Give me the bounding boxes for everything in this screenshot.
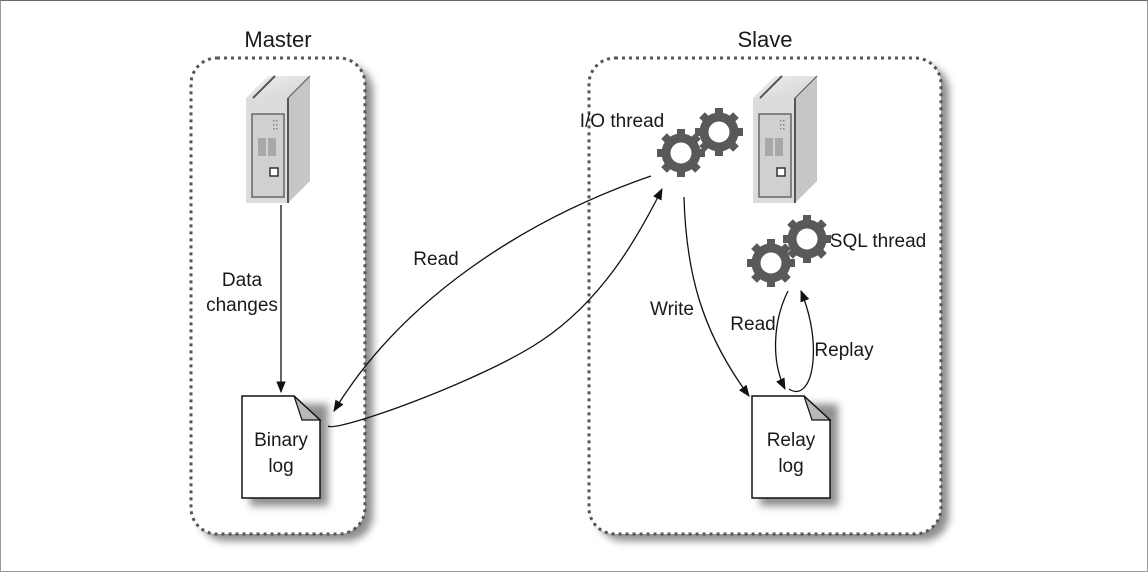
sql-read-relay-arrow — [774, 290, 789, 391]
binary-log-label-line1: Binary — [254, 430, 308, 451]
data-changes-label-line1: Data — [222, 270, 263, 291]
slave-server-icon — [752, 75, 818, 204]
relay-log-label-line1: Relay — [767, 430, 816, 451]
write-relay-log-arrow — [683, 196, 750, 397]
master-title: Master — [244, 27, 311, 52]
io-thread-label: I/O thread — [580, 111, 665, 132]
sql-replay-arrow — [788, 289, 815, 393]
data-changes-label-line2: changes — [206, 295, 278, 316]
write-label: Write — [650, 299, 694, 320]
binary-log-label-line2: log — [268, 456, 293, 477]
binlog-to-io-arrow — [327, 187, 663, 428]
master-server-icon — [245, 75, 311, 204]
replay-label: Replay — [814, 340, 874, 361]
cross-read-label: Read — [413, 249, 458, 270]
sql-thread-label: SQL thread — [830, 231, 926, 252]
relay-log-label-line2: log — [778, 456, 803, 477]
sql-read-label: Read — [730, 314, 775, 335]
read-binlog-arrow — [333, 175, 652, 412]
slave-title: Slave — [737, 27, 792, 52]
